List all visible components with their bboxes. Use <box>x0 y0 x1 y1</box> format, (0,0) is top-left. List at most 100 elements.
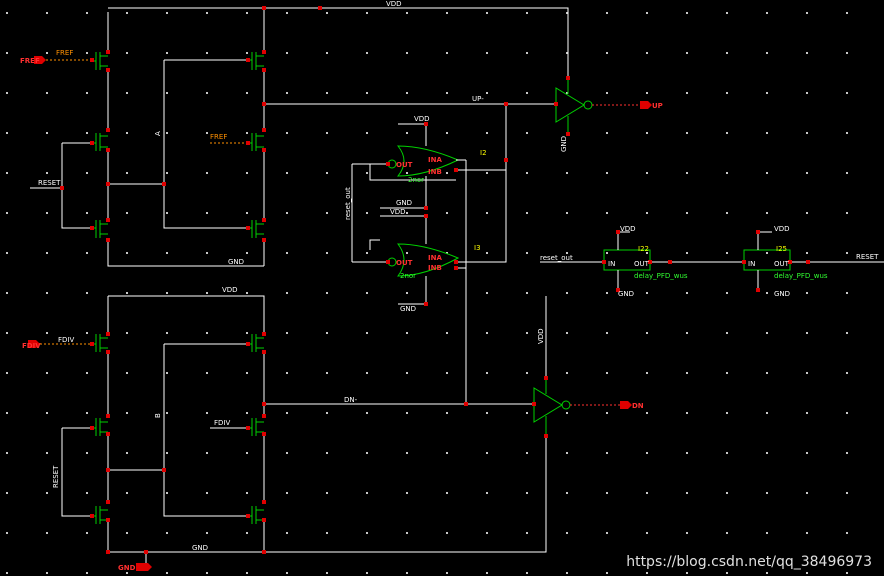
pin-dot <box>106 518 110 522</box>
grid-dot <box>686 532 688 534</box>
grid-dot <box>726 452 728 454</box>
up-inverter <box>555 78 640 134</box>
vdd-or2-label: VDD <box>390 208 406 216</box>
grid-dot <box>766 332 768 334</box>
grid-dot <box>566 12 568 14</box>
grid-dot <box>206 492 208 494</box>
grid-dot <box>606 52 608 54</box>
pin-dot <box>162 468 166 472</box>
grid-dot <box>366 332 368 334</box>
grid-dot <box>726 412 728 414</box>
grid-dot <box>646 52 648 54</box>
grid-dot <box>486 292 488 294</box>
grid-dot <box>126 92 128 94</box>
pin-dot <box>262 148 266 152</box>
grid-dot <box>446 252 448 254</box>
grid-dot <box>446 92 448 94</box>
grid-dot <box>86 12 88 14</box>
grid-dot <box>446 52 448 54</box>
grid-dot <box>806 52 808 54</box>
grid-dot <box>606 412 608 414</box>
grid-dot <box>126 492 128 494</box>
grid-dot <box>446 532 448 534</box>
inb2-label: INB <box>428 264 442 272</box>
pin-dot <box>544 376 548 380</box>
grid-dot <box>86 92 88 94</box>
grid-dot <box>46 172 48 174</box>
pin-dot <box>262 500 266 504</box>
pin-dot <box>90 141 94 145</box>
grid-dot <box>446 292 448 294</box>
grid-dot <box>326 132 328 134</box>
grid-dot <box>566 212 568 214</box>
dn-net-label: DN- <box>344 396 358 404</box>
pin-dot <box>106 148 110 152</box>
grid-dot <box>566 532 568 534</box>
grid-dot <box>286 292 288 294</box>
reset-label: RESET <box>38 179 61 187</box>
pin-dot <box>566 76 570 80</box>
pin-dot <box>262 414 266 418</box>
grid-dot <box>246 372 248 374</box>
grid-dot <box>46 572 48 574</box>
grid-dot <box>726 12 728 14</box>
top-transistors <box>92 52 264 238</box>
nor-gate-i3 <box>351 163 466 305</box>
grid-dot <box>246 252 248 254</box>
grid-dot <box>526 132 528 134</box>
grid-dot <box>526 172 528 174</box>
grid-dot <box>726 52 728 54</box>
grid-dot <box>166 172 168 174</box>
pin-dot <box>262 332 266 336</box>
grid-dot <box>246 132 248 134</box>
vdd-inverter2-label: VDD <box>537 328 545 344</box>
grid-dot <box>806 172 808 174</box>
pin-dot <box>144 550 148 554</box>
grid-dot <box>646 412 648 414</box>
grid-dot <box>766 52 768 54</box>
grid-dot <box>726 532 728 534</box>
grid-dot <box>486 212 488 214</box>
pin-dot <box>106 128 110 132</box>
grid-dot <box>166 292 168 294</box>
grid-dot <box>6 372 8 374</box>
gnd-or1-label: GND <box>396 199 412 207</box>
grid-dot <box>46 532 48 534</box>
grid-dot <box>246 212 248 214</box>
grid-dot <box>526 492 528 494</box>
grid-dot <box>526 572 528 574</box>
pin-dot <box>106 468 110 472</box>
pin-dot <box>106 500 110 504</box>
grid-dot <box>166 452 168 454</box>
grid-dot <box>406 52 408 54</box>
grid-dot <box>46 12 48 14</box>
grid-dot <box>766 572 768 574</box>
grid-dot <box>566 452 568 454</box>
grid-dot <box>526 252 528 254</box>
vdd-delay2-label: VDD <box>774 225 790 233</box>
grid-dot <box>326 172 328 174</box>
pin-dot <box>90 226 94 230</box>
grid-dot <box>6 252 8 254</box>
grid-dot <box>846 532 848 534</box>
grid-dot <box>806 452 808 454</box>
dn-inverter <box>533 378 624 436</box>
grid-dot <box>86 52 88 54</box>
grid-dot <box>406 492 408 494</box>
pin-dot <box>424 302 428 306</box>
vdd-delay1-label: VDD <box>620 225 636 233</box>
grid-dot <box>366 372 368 374</box>
grid-dot <box>46 372 48 374</box>
grid-dot <box>766 492 768 494</box>
grid-dot <box>486 52 488 54</box>
pin-dot <box>90 342 94 346</box>
grid-dot <box>606 252 608 254</box>
grid-dot <box>366 52 368 54</box>
grid-dot <box>326 12 328 14</box>
grid-dot <box>446 452 448 454</box>
pin-dot <box>424 122 428 126</box>
fdiv-mid-label: FDIV <box>214 419 230 427</box>
grid-dot <box>606 372 608 374</box>
grid-dot <box>246 492 248 494</box>
